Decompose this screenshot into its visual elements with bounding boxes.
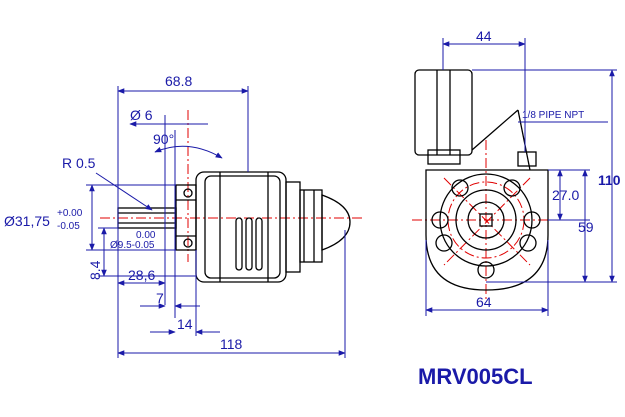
dim-overall-length: 118: [220, 336, 243, 352]
dim-center-height: 27.0: [552, 187, 579, 203]
dim-leader-radius: [95, 172, 153, 211]
dim-shaft-length: 28,6: [128, 267, 155, 283]
dim-pilot-diameter: Ø9.5-0.05: [110, 240, 155, 251]
dim-pipe-thread: 1/8 PIPE NPT: [522, 110, 584, 121]
top-cylinder: [414, 69, 537, 171]
dim-step: 7: [156, 290, 164, 306]
housing: [425, 169, 549, 291]
dim-shaft-diameter: Ø 6: [130, 107, 153, 123]
main-body: [195, 171, 287, 283]
dim-overall-height: 68.8: [165, 73, 192, 89]
dim-width-top: 44: [476, 28, 492, 44]
dim-radius: R 0.5: [62, 155, 96, 171]
rear-cap: [285, 181, 351, 273]
dim-flange-tol-upper: +0.00: [57, 208, 83, 219]
front-diagonal-centerline-2: [443, 177, 531, 266]
dim-base-height: 59: [578, 219, 594, 235]
dim-flange-diameter: Ø31,75: [4, 213, 50, 229]
dim-angle: 90°: [153, 131, 174, 147]
dim-total-height: 110: [598, 172, 621, 188]
dim-flange-tol-lower: -0.05: [57, 221, 80, 232]
dim-flange-width: 14: [177, 316, 193, 332]
dim-offset: 8.4: [87, 260, 103, 280]
front-view: 44 1/8 PIPE NPT 110 27.0 59 64: [412, 28, 621, 316]
angle-arc: [154, 145, 223, 159]
model-title: MRV005CL: [418, 364, 533, 389]
dim-pilot-tol-upper: 0.00: [136, 230, 156, 241]
dim-width-bottom: 64: [476, 294, 492, 310]
side-view: 68.8 Ø 6 90° R 0.5 Ø31,75 +0.00 -0.05 0.…: [4, 73, 365, 358]
